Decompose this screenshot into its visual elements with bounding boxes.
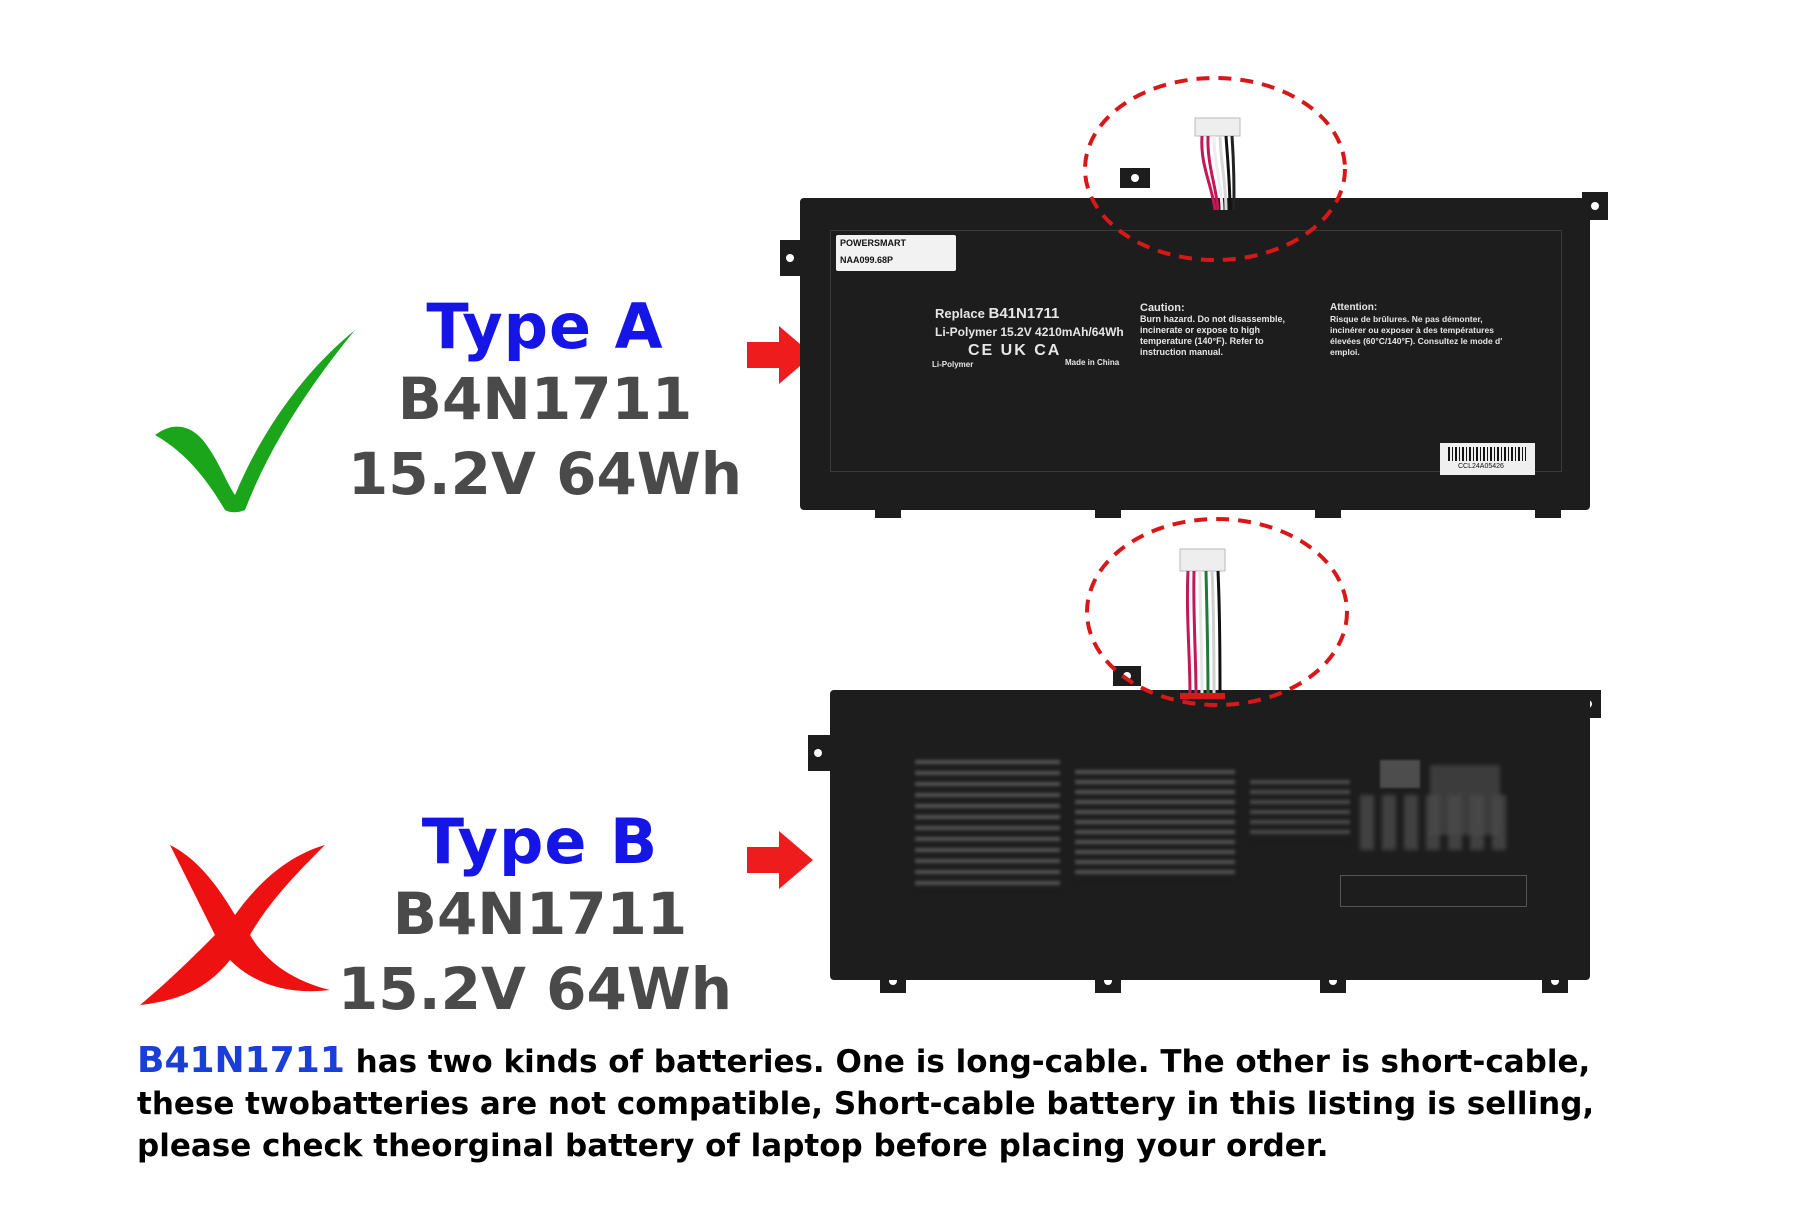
battery-attention-body: Risque de brûlures. Ne pas démonter, inc… — [1330, 314, 1503, 357]
battery-brand: POWERSMART — [840, 238, 906, 248]
type-a-spec: 15.2V 64Wh — [347, 440, 743, 508]
note-line-1-rest: has two kinds of batteries. One is long-… — [344, 1044, 1591, 1080]
type-b-title: Type B — [421, 805, 659, 878]
battery-attention-title: Attention: — [1330, 302, 1378, 313]
battery-replace-model: B41N1711 — [988, 305, 1060, 322]
note-line-3: please check theorginal battery of lapto… — [137, 1128, 1329, 1164]
battery-caution-title: Caution: — [1140, 302, 1185, 314]
cross-icon — [140, 845, 330, 1005]
battery-b-connector — [1179, 548, 1226, 699]
battery-part-no: NAA099.68P — [840, 255, 894, 265]
barcode: CCL24A05426 — [1440, 443, 1535, 475]
type-b-model: B4N1711 — [392, 880, 688, 948]
battery-replace: Replace — [935, 306, 985, 321]
note-highlight: B41N1711 — [137, 1040, 345, 1081]
battery-b-image — [808, 666, 1601, 993]
battery-marks: CE UK CA — [968, 342, 1062, 359]
dashed-highlight-circle-b — [1085, 517, 1349, 707]
note-line-1: B41N1711 has two kinds of batteries. One… — [137, 1040, 1594, 1083]
arrow-right-icon — [747, 326, 813, 384]
type-a-model: B4N1711 — [397, 365, 693, 433]
check-icon — [155, 330, 355, 513]
compatibility-note: B41N1711 has two kinds of batteries. One… — [137, 1040, 1594, 1167]
battery-made-in: Made in China — [1065, 358, 1120, 367]
battery-chem: Li-Polymer 15.2V 4210mAh/64Wh — [935, 325, 1124, 339]
note-line-2: these twobatteries are not compatible, S… — [137, 1086, 1595, 1122]
battery-a-connector — [1194, 117, 1241, 211]
type-b-spec: 15.2V 64Wh — [337, 955, 733, 1023]
battery-a-image: POWERSMART NAA099.68P Replace B41N1711 L… — [780, 168, 1608, 518]
arrow-right-icon — [747, 831, 813, 889]
dashed-highlight-circle-a — [1083, 76, 1347, 262]
type-a-title: Type A — [426, 290, 664, 363]
battery-chem-short: Li-Polymer — [932, 360, 974, 369]
barcode-text: CCL24A05426 — [1458, 463, 1504, 470]
battery-caution-body: Burn hazard. Do not disassemble, inciner… — [1140, 314, 1286, 357]
